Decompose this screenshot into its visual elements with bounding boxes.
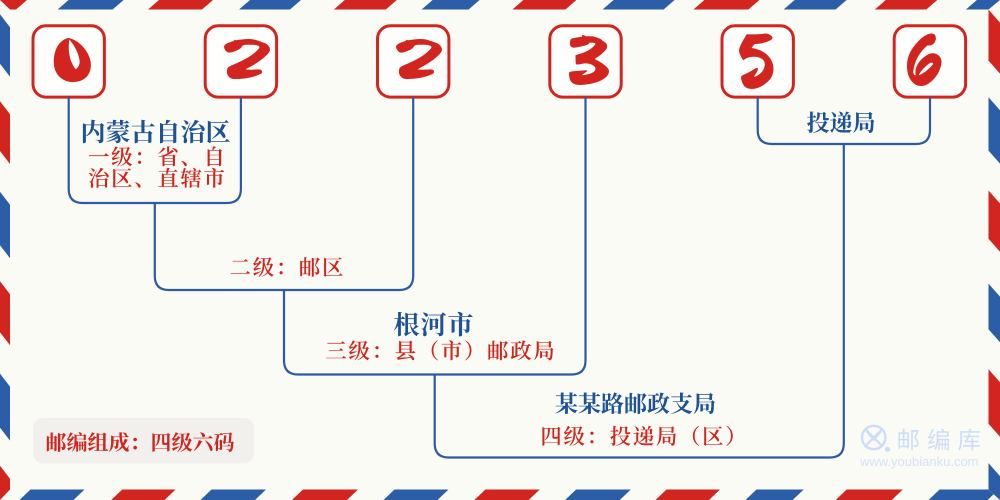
svg-text:www.youbianku.com: www.youbianku.com [859, 454, 979, 469]
